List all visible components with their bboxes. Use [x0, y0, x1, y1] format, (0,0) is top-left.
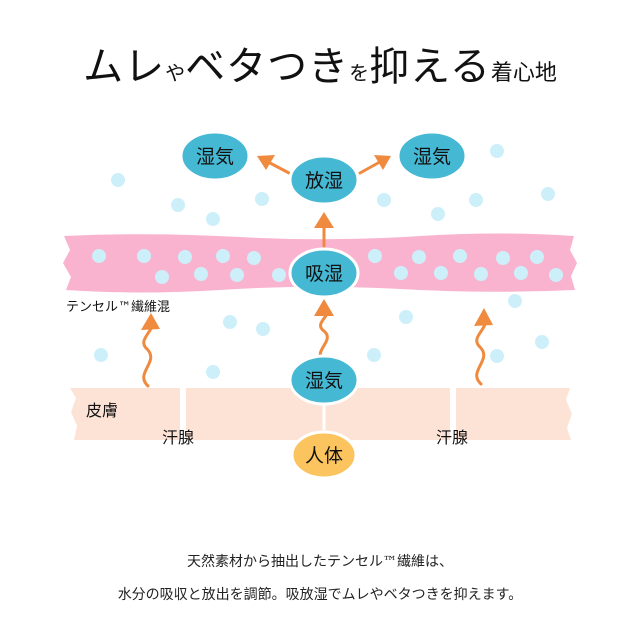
- node-release: 放湿: [288, 154, 360, 206]
- skin-label: 皮膚: [86, 401, 119, 420]
- arrow-upleft-shaft: [268, 161, 291, 175]
- sweat-gland-label-left: 汗腺: [162, 428, 195, 447]
- droplet-21: [453, 249, 467, 263]
- node-body-text: 人体: [305, 445, 343, 467]
- droplet-2: [171, 198, 185, 212]
- droplet-11: [137, 249, 151, 263]
- arrowhead-center: [314, 299, 334, 316]
- arrowhead-upleft: [257, 155, 275, 170]
- node-absorb-text: 吸湿: [305, 263, 343, 285]
- node-body: 人体: [290, 430, 358, 480]
- droplet-34: [399, 310, 413, 324]
- droplet-30: [256, 322, 270, 336]
- headline: ムレやベタつきを抑える着心地: [0, 34, 640, 92]
- arrow-right-wavy: [475, 317, 487, 386]
- droplet-20: [412, 250, 426, 264]
- headline-part-5: 抑える: [369, 44, 491, 90]
- droplet-15: [194, 267, 208, 281]
- droplet-18: [272, 268, 286, 282]
- arrow-left-wavy: [142, 319, 154, 388]
- skin-segment-middle: [186, 388, 450, 440]
- headline-part-2: や: [165, 61, 186, 85]
- node-moisture-left: 湿気: [179, 130, 251, 182]
- droplet-37: [490, 349, 504, 363]
- headline-part-1: ムレ: [83, 44, 166, 90]
- sweat-gland-label-right: 汗腺: [436, 428, 469, 447]
- droplet-14: [155, 270, 169, 284]
- droplet-6: [469, 193, 483, 207]
- caption-line-1: 天然素材から抽出したテンセル™繊維は、: [187, 554, 453, 570]
- droplet-36: [535, 335, 549, 349]
- droplet-32: [206, 365, 220, 379]
- node-absorb: 吸湿: [288, 247, 360, 299]
- droplet-10: [92, 249, 106, 263]
- droplet-26: [474, 267, 488, 281]
- droplets: [92, 144, 563, 379]
- droplet-1: [111, 173, 125, 187]
- droplet-16: [230, 268, 244, 282]
- skin-layer: [70, 388, 572, 440]
- droplet-29: [223, 315, 237, 329]
- droplet-31: [94, 348, 108, 362]
- droplet-25: [434, 266, 448, 280]
- droplet-12: [178, 250, 192, 264]
- droplet-3: [206, 212, 220, 226]
- droplet-24: [394, 266, 408, 280]
- skin-segment-left: [70, 388, 180, 440]
- arrowhead-right: [474, 308, 493, 326]
- node-moisture-right-text: 湿気: [413, 146, 451, 168]
- droplet-28: [549, 268, 563, 282]
- droplet-17: [247, 251, 261, 265]
- droplet-27: [514, 266, 528, 280]
- droplet-33: [367, 348, 381, 362]
- node-moisture-bottom-text: 湿気: [305, 370, 343, 392]
- caption-line-2: 水分の吸収と放出を調節。吸放湿でムレやベタつきを抑えます。: [117, 587, 523, 603]
- arrowhead-upright: [374, 155, 391, 170]
- droplet-8: [490, 144, 504, 158]
- headline-part-6: 着心地: [490, 61, 557, 86]
- skin-segment-right: [456, 388, 572, 440]
- arrow-center-wavy: [318, 307, 329, 364]
- droplet-22: [496, 251, 510, 265]
- node-release-text: 放湿: [305, 170, 343, 192]
- arrows: [141, 155, 493, 388]
- droplet-9: [377, 193, 391, 207]
- node-moisture-bottom: 湿気: [288, 354, 360, 406]
- headline-part-3: ベタつき: [185, 44, 350, 90]
- node-moisture-left-text: 湿気: [196, 146, 234, 168]
- droplet-35: [508, 294, 522, 308]
- headline-part-4: を: [349, 61, 370, 85]
- droplet-5: [431, 207, 445, 221]
- arrowhead-left: [141, 313, 160, 330]
- node-moisture-right: 湿気: [396, 130, 468, 182]
- arrow-upright-shaft: [358, 161, 380, 175]
- fiber-label: テンセル™繊維混: [66, 300, 171, 315]
- droplet-13: [216, 249, 230, 263]
- arrowhead-up: [314, 212, 334, 228]
- droplet-23: [530, 250, 544, 264]
- droplet-19: [368, 249, 382, 263]
- droplet-4: [255, 192, 269, 206]
- droplet-7: [541, 187, 555, 201]
